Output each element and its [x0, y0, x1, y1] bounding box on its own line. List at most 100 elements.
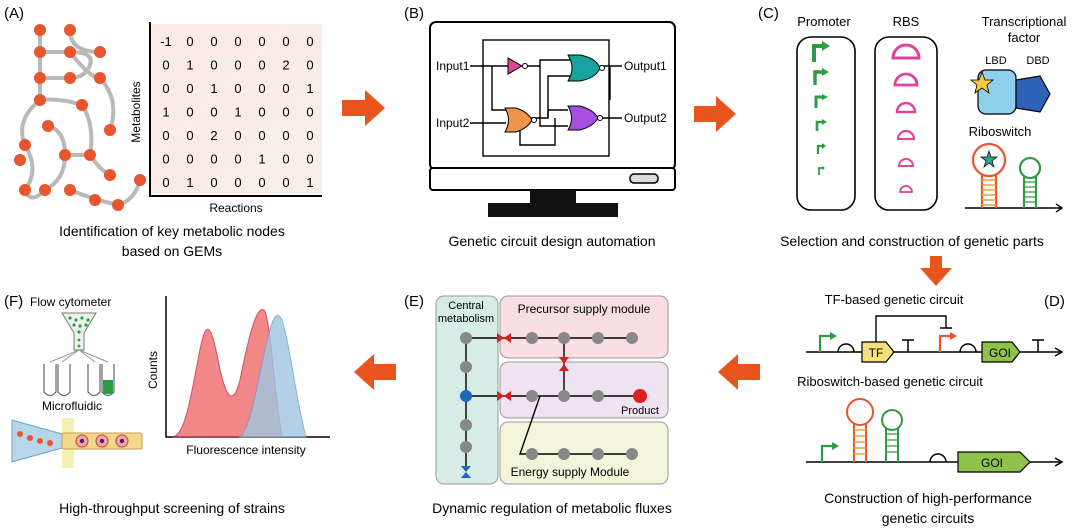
panel-a-caption-line2: based on GEMs	[122, 243, 222, 259]
flow-arrow-e-f	[354, 354, 396, 390]
positive-tube-fill	[103, 380, 113, 394]
panel-f-tag: (F)	[4, 293, 23, 310]
matrix-background	[150, 24, 322, 194]
histogram-xlabel: Fluorescence intensity	[186, 443, 305, 457]
circuit-wires	[470, 59, 622, 146]
matrix-cell: 1	[306, 81, 313, 96]
matrix-cell: 0	[186, 128, 193, 143]
product-module	[499, 361, 669, 419]
input1-label: Input1	[436, 59, 470, 73]
precursor-module	[499, 295, 669, 359]
promoter-icon	[820, 444, 834, 462]
repression-arrow	[875, 315, 952, 342]
flow-arrow-c-d	[920, 256, 952, 286]
tf-title-line2: factor	[1008, 30, 1041, 45]
panel-d-caption-line1: Construction of high-performance	[824, 490, 1032, 506]
matrix-cell: 0	[210, 152, 217, 167]
ligand-star-icon	[980, 149, 998, 169]
monitor-button-icon	[629, 173, 659, 184]
output2-label: Output2	[624, 111, 667, 125]
panel-e-caption: Dynamic regulation of metabolic fluxes	[432, 500, 672, 516]
matrix-cell: 0	[258, 175, 265, 190]
tf-circuit-title: TF-based genetic circuit	[825, 292, 964, 307]
matrix-cell: 0	[306, 58, 313, 73]
not-gate-bubble	[522, 63, 528, 69]
matrix-cell: 0	[258, 105, 265, 120]
terminator-icon	[902, 339, 914, 352]
terminator-icon	[1032, 339, 1044, 352]
energy-title: Energy supply Module	[511, 465, 630, 479]
panel-f: (F) Flow cytometer Microfluidic	[4, 293, 330, 516]
ligand-star-icon	[969, 70, 995, 94]
matrix-cell: 0	[282, 152, 289, 167]
rbs-icons	[891, 43, 921, 193]
branch-node	[460, 390, 472, 402]
panel-f-caption: High-throughput screening of strains	[59, 500, 285, 516]
matrix-ylabel: Metabolites	[129, 81, 143, 142]
panel-b-caption: Genetic circuit design automation	[449, 233, 656, 249]
rbs-title: RBS	[893, 14, 920, 29]
matrix-cell: 0	[282, 175, 289, 190]
panel-b: (B) Input1 Input2 Output1 Output2	[404, 5, 676, 249]
matrix-cell: 0	[282, 81, 289, 96]
matrix-cell: 0	[234, 58, 241, 73]
monitor-stand	[488, 203, 618, 217]
matrix-cell: 2	[210, 128, 217, 143]
ribo-circuit-title: Riboswitch-based genetic circuit	[797, 374, 983, 389]
rbs-icon	[837, 343, 855, 353]
metabolite-nodes	[460, 332, 638, 460]
matrix-cell: 0	[162, 81, 169, 96]
matrix-cell: 0	[162, 58, 169, 73]
matrix-cell: 0	[210, 105, 217, 120]
matrix-cell: 1	[186, 58, 193, 73]
matrix-cell: 0	[210, 175, 217, 190]
matrix-cell: 0	[186, 81, 193, 96]
promoter-title: Promoter	[797, 14, 851, 29]
metabolic-nodes	[14, 24, 146, 211]
matrix-xlabel: Reactions	[209, 201, 262, 215]
input2-label: Input2	[436, 116, 470, 130]
aptamer-loop	[971, 142, 1007, 178]
goi-gene-box	[981, 341, 1021, 363]
central-title-line1: Central	[448, 300, 483, 312]
matrix-cell: 0	[234, 128, 241, 143]
promoter-icon	[938, 334, 952, 352]
matrix-cell: 0	[306, 34, 313, 49]
droplets	[75, 434, 129, 448]
matrix-cell: 0	[186, 105, 193, 120]
rbs-icon	[929, 453, 947, 463]
panel-d-caption-line2: genetic circuits	[882, 510, 975, 526]
flow-arrow-b-c	[694, 96, 736, 132]
matrix-cell: -1	[160, 34, 172, 49]
goi-label: GOI	[989, 346, 1011, 360]
matrix-cell: 0	[186, 152, 193, 167]
riboswitch-title: Riboswitch	[969, 124, 1032, 139]
lbd-label: LBD	[985, 55, 1006, 67]
valve-icon	[461, 466, 471, 478]
matrix-cell: 1	[186, 175, 193, 190]
cell-droplets	[68, 316, 90, 348]
matrix-cell: 0	[162, 152, 169, 167]
aptamer-loop	[846, 398, 874, 426]
terminator-loop	[881, 409, 903, 431]
tf-gene-label: TF	[869, 346, 884, 360]
panel-a-caption-line1: Identification of key metabolic nodes	[59, 223, 285, 239]
microfluidic-label: Microfluidic	[42, 399, 102, 413]
matrix-cell: 1	[306, 175, 313, 190]
flow-arrow-d-e	[718, 354, 760, 390]
tf-gene-box	[861, 341, 895, 363]
matrix-cell: 0	[258, 58, 265, 73]
product-node	[633, 389, 647, 403]
tf-title-line1: Transcriptional	[982, 14, 1067, 29]
promoter-box	[796, 36, 856, 211]
matrix-cell: 0	[258, 81, 265, 96]
matrix-cell: 0	[258, 128, 265, 143]
panel-c-caption: Selection and construction of genetic pa…	[780, 233, 1044, 249]
precursor-title: Precursor supply module	[518, 302, 651, 316]
population-high-curve	[238, 314, 307, 438]
panel-c: (C) Promoter RBS Transcriptional factor …	[758, 5, 1066, 249]
circuit-frame	[482, 39, 610, 157]
matrix-cell: 0	[162, 128, 169, 143]
